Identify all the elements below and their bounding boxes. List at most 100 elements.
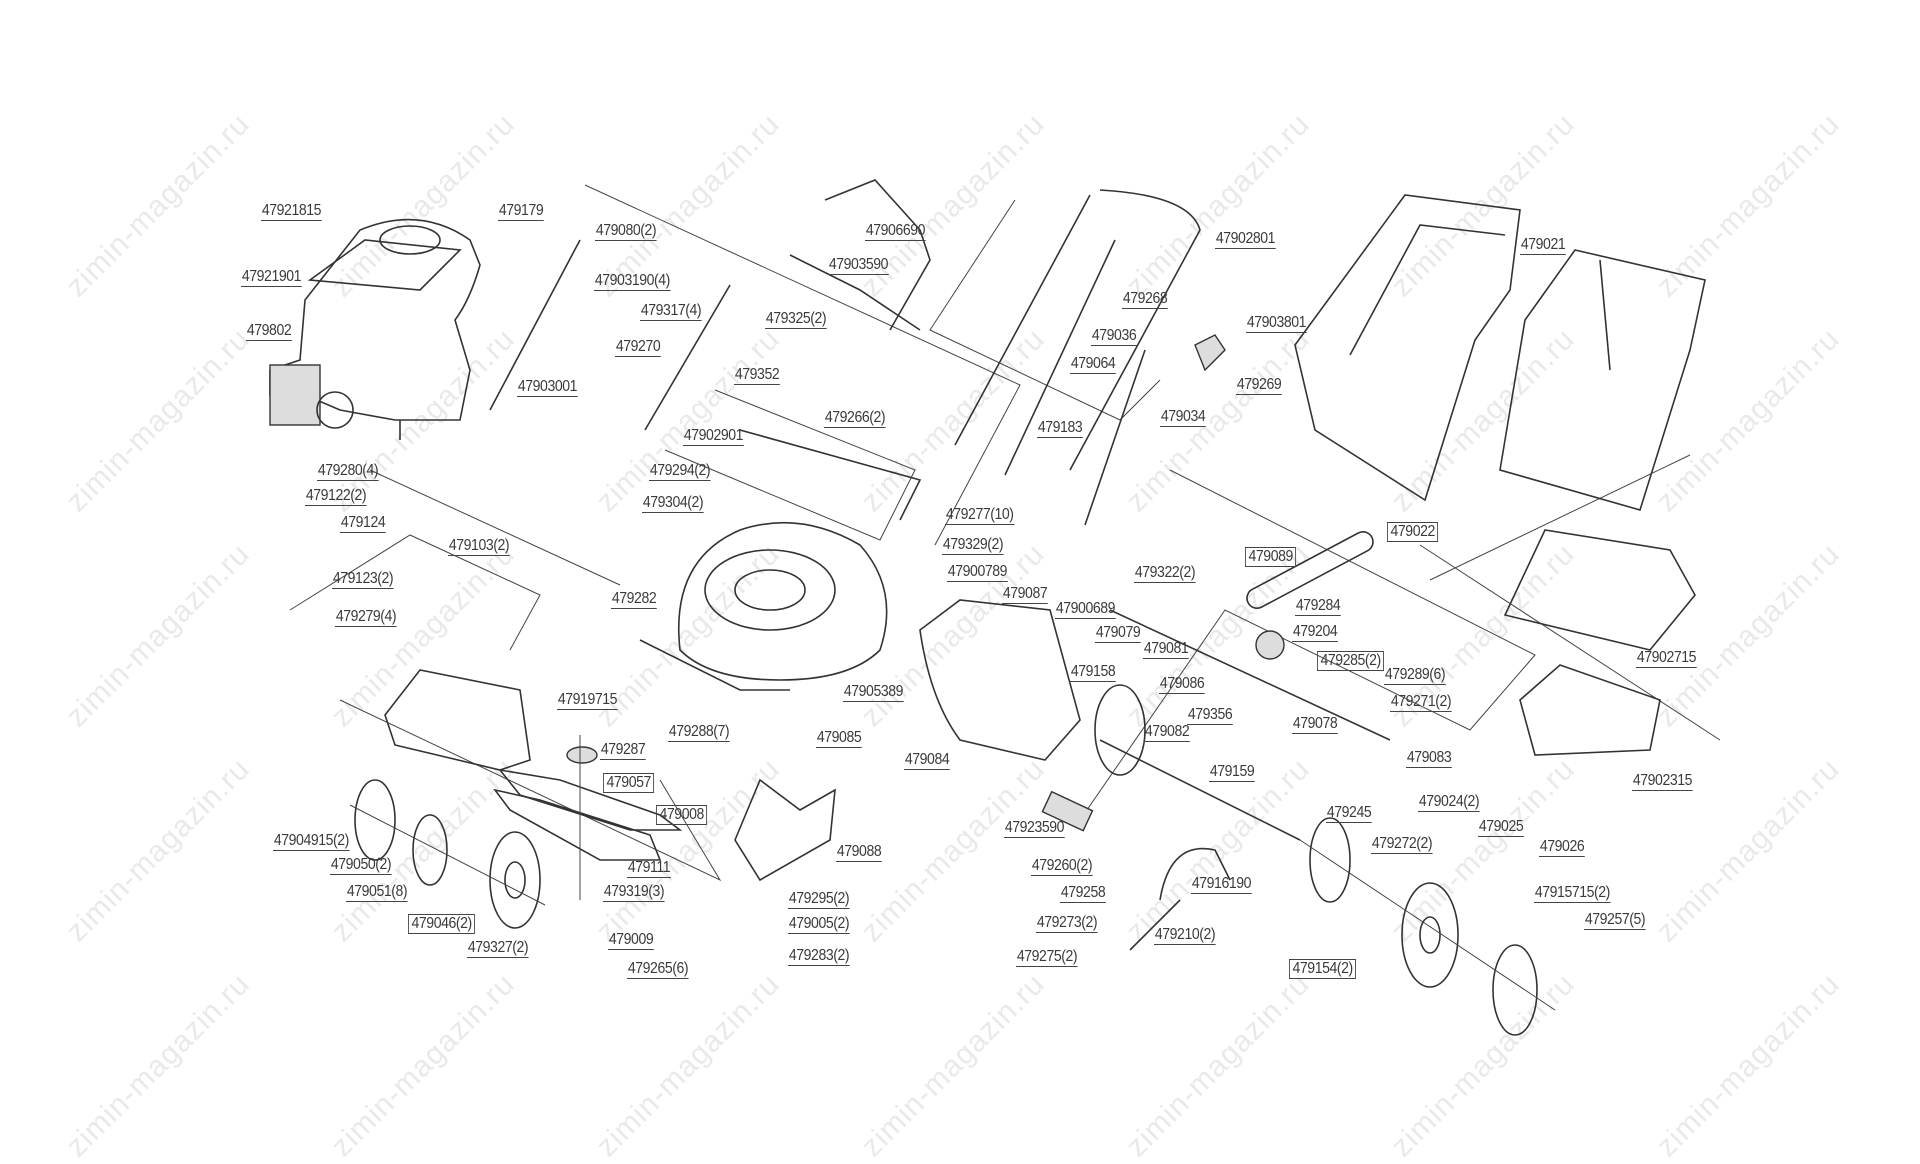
part-label[interactable]: 479025 xyxy=(1478,818,1525,837)
part-label[interactable]: 479051(8) xyxy=(346,883,408,902)
part-label[interactable]: 479111 xyxy=(627,859,672,878)
part-label[interactable]: 479282 xyxy=(611,590,658,609)
part-label[interactable]: 47919715 xyxy=(557,691,618,710)
part-label[interactable]: 47916190 xyxy=(1191,875,1252,894)
part-label[interactable]: 47903001 xyxy=(517,378,578,397)
exploded-parts-diagram xyxy=(269,179,1721,1036)
part-label[interactable]: 47900789 xyxy=(947,563,1008,582)
part-label[interactable]: 479103(2) xyxy=(448,537,510,556)
part-label[interactable]: 479266(2) xyxy=(824,409,886,428)
part-label[interactable]: 479295(2) xyxy=(788,890,850,909)
part-label[interactable]: 479026 xyxy=(1539,838,1586,857)
part-label[interactable]: 479257(5) xyxy=(1584,911,1646,930)
part-label[interactable]: 479046(2) xyxy=(408,914,476,934)
part-label[interactable]: 479084 xyxy=(904,751,951,770)
part-label[interactable]: 47903190(4) xyxy=(594,272,671,291)
part-label[interactable]: 479356 xyxy=(1187,706,1234,725)
part-label[interactable]: 479270 xyxy=(615,338,662,357)
part-label[interactable]: 479283(2) xyxy=(788,947,850,966)
part-label[interactable]: 47902715 xyxy=(1636,649,1697,668)
part-label[interactable]: 479078 xyxy=(1292,715,1339,734)
part-label[interactable]: 479081 xyxy=(1143,640,1190,659)
wheels xyxy=(349,779,1556,1036)
part-label[interactable]: 479005(2) xyxy=(788,915,850,934)
part-label[interactable]: 479159 xyxy=(1209,763,1256,782)
part-label[interactable]: 479034 xyxy=(1160,408,1207,427)
part-label[interactable]: 47923590 xyxy=(1004,819,1065,838)
part-label[interactable]: 479008 xyxy=(656,805,708,825)
part-label[interactable]: 479265(6) xyxy=(627,960,689,979)
part-label[interactable]: 479022 xyxy=(1387,522,1439,542)
part-label[interactable]: 479258 xyxy=(1060,884,1107,903)
part-label[interactable]: 47902315 xyxy=(1632,772,1693,791)
part-label[interactable]: 479319(3) xyxy=(603,883,665,902)
part-label[interactable]: 479036 xyxy=(1091,327,1138,346)
part-label[interactable]: 479260(2) xyxy=(1031,857,1093,876)
mower-deck xyxy=(639,429,922,691)
part-label[interactable]: 479269 xyxy=(1236,376,1283,395)
rear-cover xyxy=(384,599,1081,882)
part-label[interactable]: 479285(2) xyxy=(1317,651,1385,671)
part-label[interactable]: 479275(2) xyxy=(1016,948,1078,967)
part-label[interactable]: 47903590 xyxy=(828,256,889,275)
part-label[interactable]: 479329(2) xyxy=(942,536,1004,555)
part-label[interactable]: 479088 xyxy=(836,843,883,862)
part-label[interactable]: 47921815 xyxy=(261,202,322,221)
part-label[interactable]: 479317(4) xyxy=(640,302,702,321)
part-label[interactable]: 479124 xyxy=(340,514,387,533)
part-label[interactable]: 479245 xyxy=(1326,804,1373,823)
part-label[interactable]: 479083 xyxy=(1406,749,1453,768)
part-label[interactable]: 479080(2) xyxy=(595,222,657,241)
group-frames xyxy=(289,184,1721,882)
part-label[interactable]: 47903801 xyxy=(1246,314,1307,333)
part-label[interactable]: 479802 xyxy=(246,322,293,341)
part-label[interactable]: 479154(2) xyxy=(1289,959,1357,979)
part-label[interactable]: 47904915(2) xyxy=(273,832,350,851)
part-label[interactable]: 47902901 xyxy=(683,427,744,446)
part-label[interactable]: 47906690 xyxy=(865,222,926,241)
part-label[interactable]: 479123(2) xyxy=(332,570,394,589)
part-label[interactable]: 479009 xyxy=(608,931,655,950)
part-label[interactable]: 479089 xyxy=(1245,547,1297,567)
part-label[interactable]: 479322(2) xyxy=(1134,564,1196,583)
part-label[interactable]: 479280(4) xyxy=(317,462,379,481)
part-label[interactable]: 479085 xyxy=(816,729,863,748)
part-label[interactable]: 479272(2) xyxy=(1371,835,1433,854)
part-label[interactable]: 479158 xyxy=(1070,663,1117,682)
part-label[interactable]: 479327(2) xyxy=(467,939,529,958)
part-label[interactable]: 479325(2) xyxy=(765,310,827,329)
part-label[interactable]: 47900689 xyxy=(1055,600,1116,619)
part-label[interactable]: 479273(2) xyxy=(1036,914,1098,933)
part-label[interactable]: 479287 xyxy=(600,741,647,760)
part-label[interactable]: 479204 xyxy=(1292,623,1339,642)
part-label[interactable]: 479183 xyxy=(1037,419,1084,438)
part-label[interactable]: 479277(10) xyxy=(945,506,1015,525)
part-label[interactable]: 479289(6) xyxy=(1384,666,1446,685)
part-label[interactable]: 479086 xyxy=(1159,675,1206,694)
part-label[interactable]: 47921901 xyxy=(241,268,302,287)
part-label[interactable]: 479050(2) xyxy=(330,856,392,875)
part-label[interactable]: 47902801 xyxy=(1215,230,1276,249)
part-label[interactable]: 479064 xyxy=(1070,355,1117,374)
part-label[interactable]: 479079 xyxy=(1095,624,1142,643)
part-label[interactable]: 479288(7) xyxy=(668,723,730,742)
part-label[interactable]: 479271(2) xyxy=(1390,693,1452,712)
part-label[interactable]: 479082 xyxy=(1144,723,1191,742)
part-label[interactable]: 479057 xyxy=(603,773,655,793)
part-label[interactable]: 479294(2) xyxy=(649,462,711,481)
part-label[interactable]: 479304(2) xyxy=(642,494,704,513)
part-label[interactable]: 479087 xyxy=(1002,585,1049,604)
part-label[interactable]: 479268 xyxy=(1122,290,1169,309)
part-label[interactable]: 479210(2) xyxy=(1154,926,1216,945)
part-label[interactable]: 479024(2) xyxy=(1418,793,1480,812)
part-label[interactable]: 479122(2) xyxy=(305,487,367,506)
part-label[interactable]: 479279(4) xyxy=(335,608,397,627)
part-label[interactable]: 47915715(2) xyxy=(1534,884,1611,903)
part-label[interactable]: 479352 xyxy=(734,366,781,385)
part-label[interactable]: 479179 xyxy=(498,202,545,221)
part-label[interactable]: 479284 xyxy=(1295,597,1342,616)
part-label[interactable]: 47905389 xyxy=(843,683,904,702)
handle-parts xyxy=(489,179,1226,526)
engine xyxy=(269,218,481,440)
part-label[interactable]: 479021 xyxy=(1520,236,1567,255)
